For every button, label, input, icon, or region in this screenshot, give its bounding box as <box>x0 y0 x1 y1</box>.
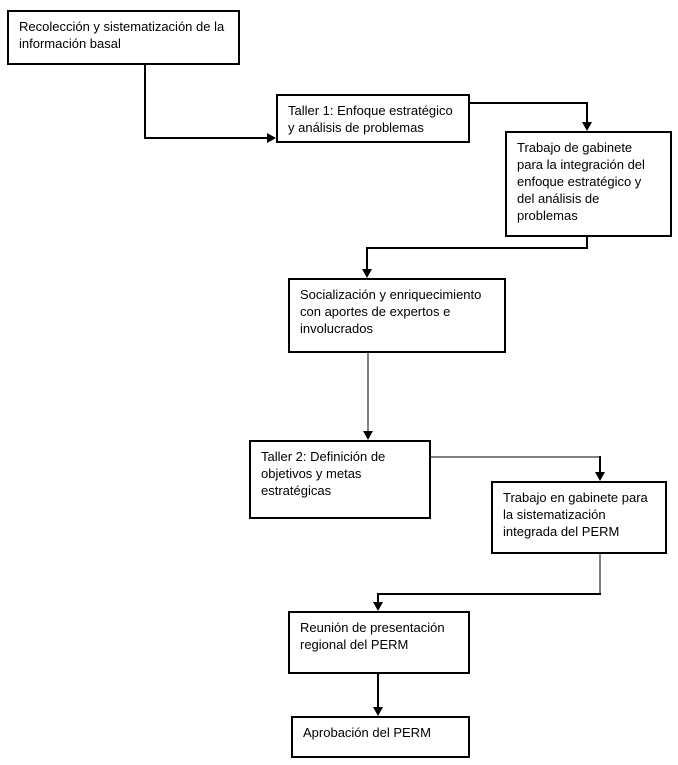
flow-box-reunion-presentacion: Reunión de presentación regional del PER… <box>288 611 470 674</box>
connector-line <box>144 63 146 139</box>
flow-box-recoleccion-basal: Recolección y sistematización de la info… <box>7 10 240 65</box>
flow-box-aprobacion: Aprobación del PERM <box>291 716 470 758</box>
connector-line <box>377 593 379 602</box>
flow-box-gabinete-sistematizacion: Trabajo en gabinete para la sistematizac… <box>491 481 667 554</box>
flow-box-taller-2: Taller 2: Definición de objetivos y meta… <box>249 440 431 519</box>
connector-line <box>586 102 588 123</box>
arrowhead-right-icon <box>267 133 276 143</box>
connector-line <box>599 554 601 595</box>
flow-box-taller-1: Taller 1: Enfoque estratégico y análisis… <box>276 94 470 143</box>
arrowhead-down-icon <box>595 472 605 481</box>
connector-line <box>586 237 588 249</box>
connector-line <box>377 593 601 595</box>
connector-line <box>366 247 368 269</box>
flow-box-gabinete-integracion: Trabajo de gabinete para la integración … <box>505 131 672 237</box>
connector-line <box>366 247 588 249</box>
connector-line <box>470 102 588 104</box>
arrowhead-down-icon <box>373 707 383 716</box>
arrowhead-down-icon <box>582 122 592 131</box>
flow-box-socializacion: Socialización y enriquecimiento con apor… <box>288 278 506 353</box>
arrowhead-down-icon <box>362 269 372 278</box>
connector-line <box>431 456 600 458</box>
connector-line <box>144 137 269 139</box>
arrowhead-down-icon <box>373 602 383 611</box>
connector-line <box>377 674 379 707</box>
arrowhead-down-icon <box>363 431 373 440</box>
connector-line <box>367 353 369 431</box>
connector-line <box>599 456 601 472</box>
